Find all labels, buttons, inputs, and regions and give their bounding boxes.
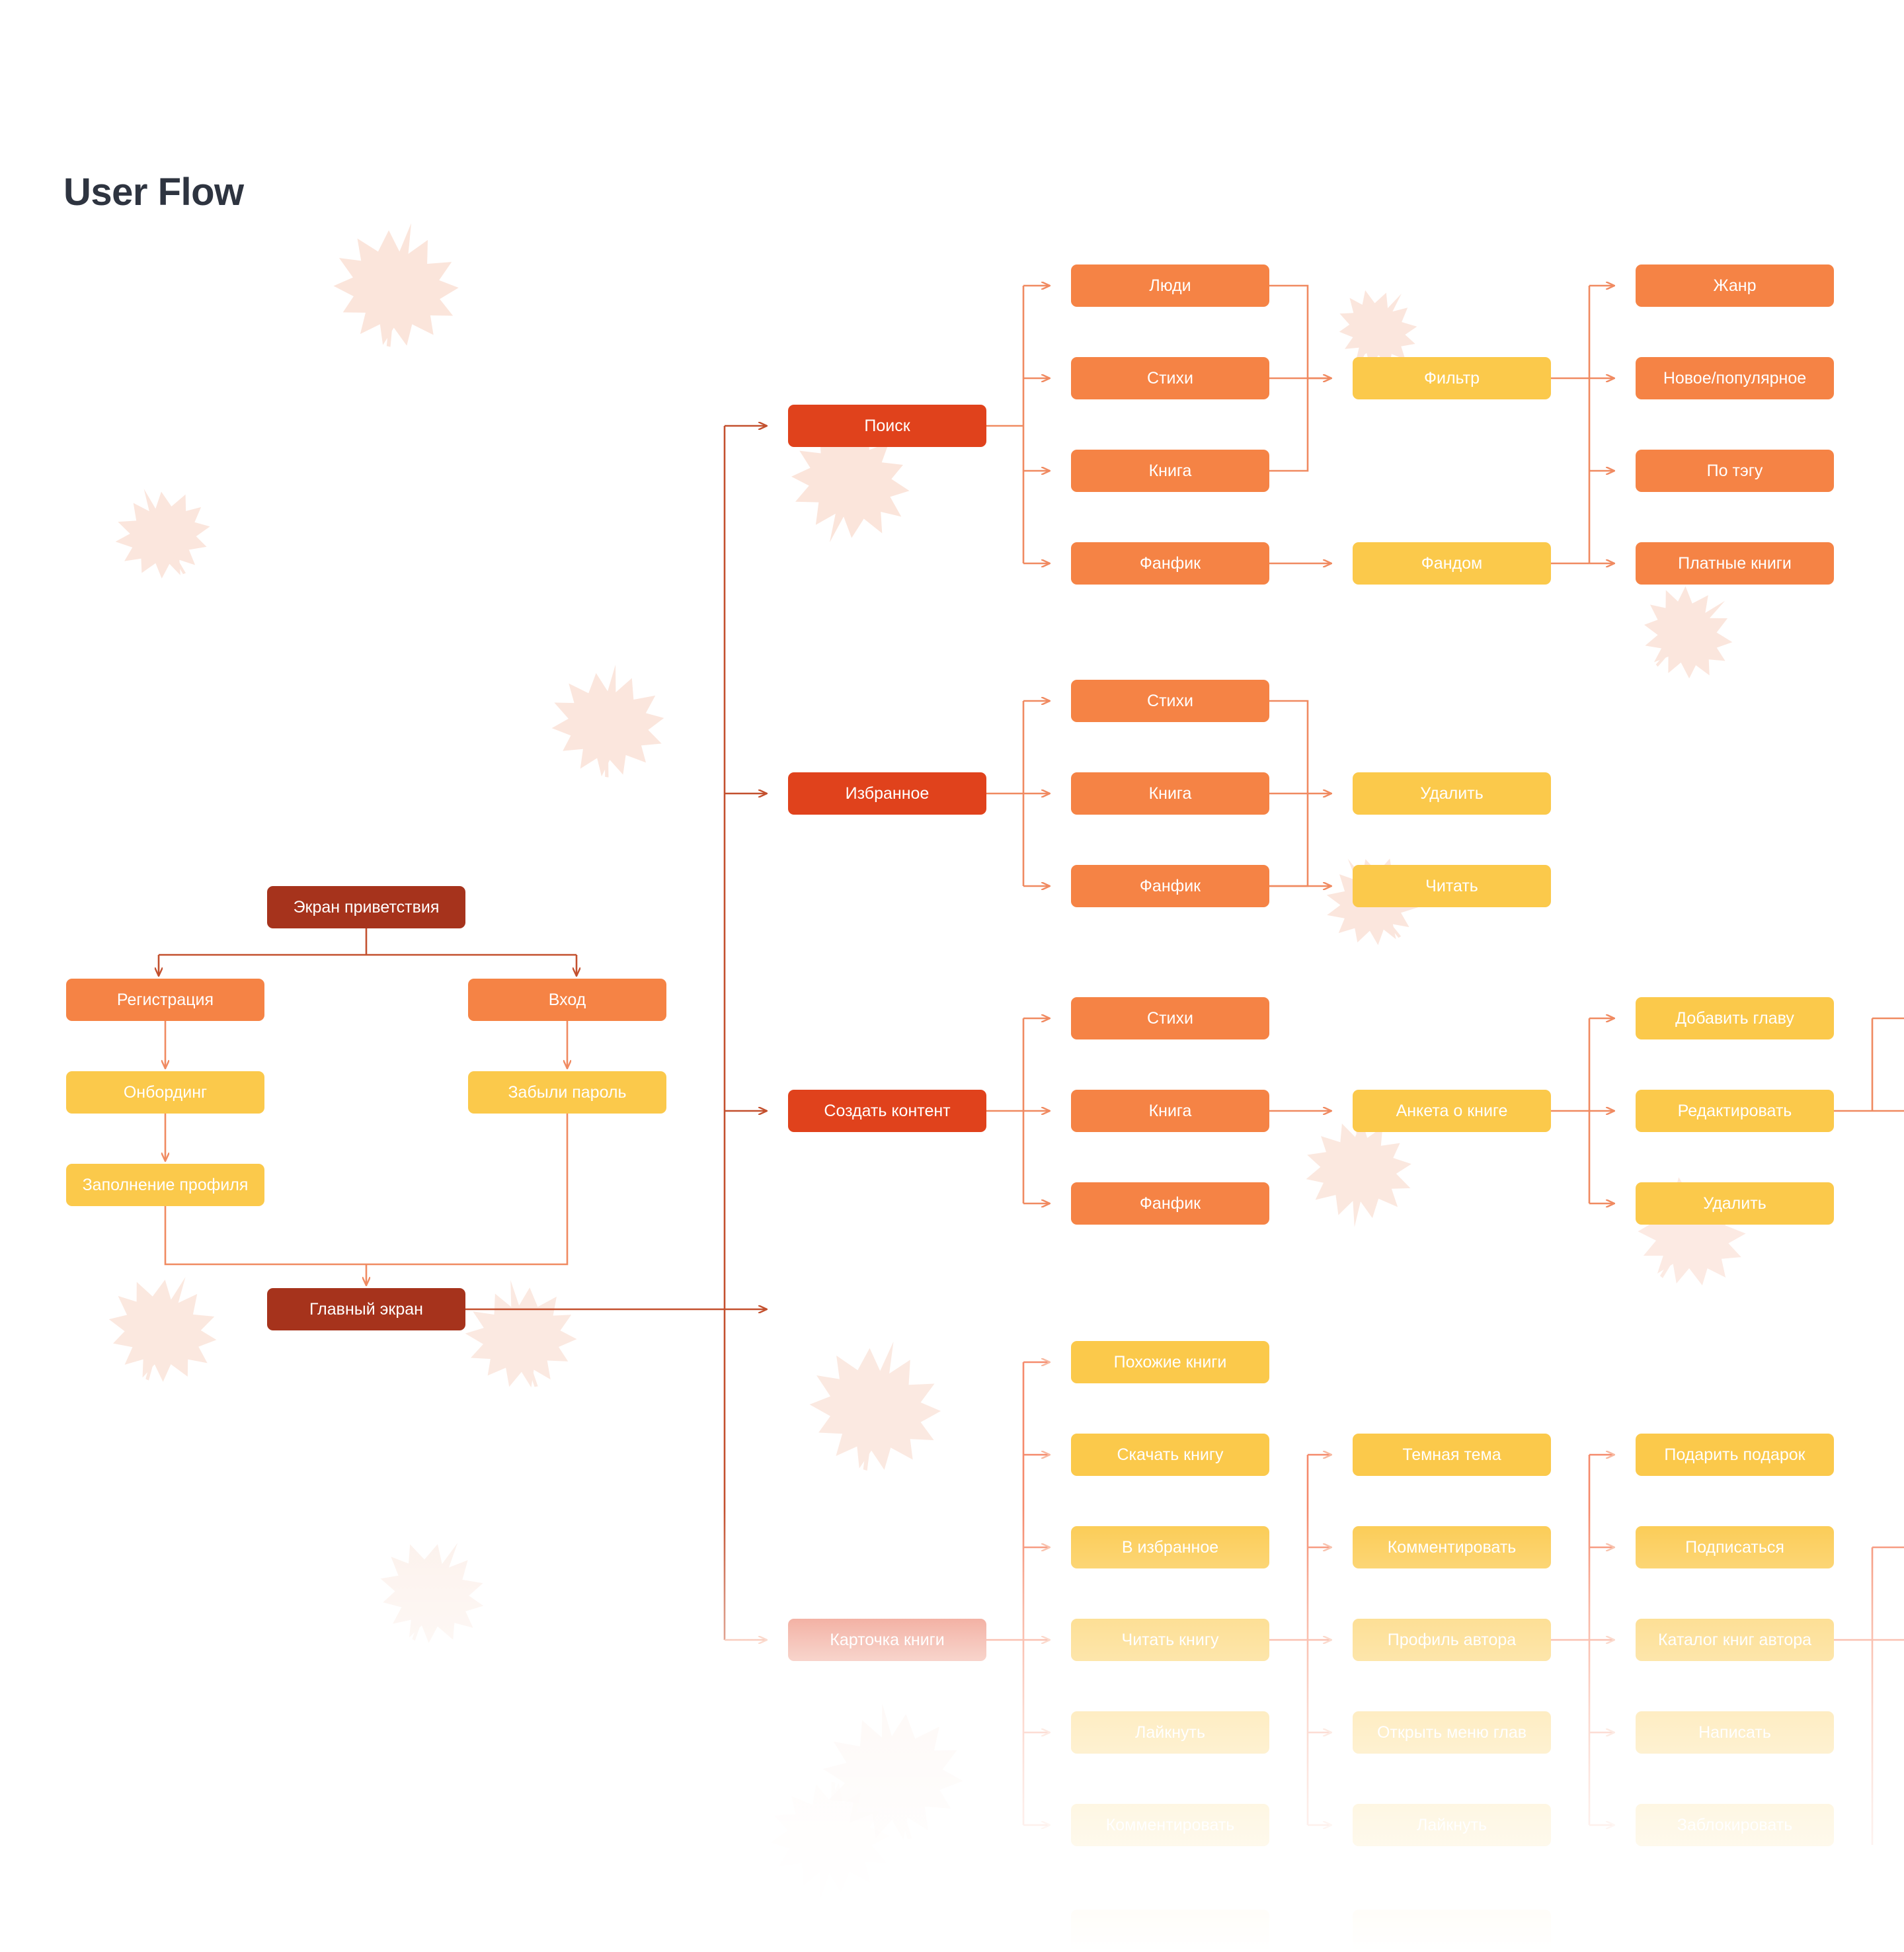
node-search-fanfic[interactable]: Фанфик: [1071, 542, 1269, 585]
leaf-14-maple-leaf-icon: [357, 1514, 509, 1666]
node-forgot-password[interactable]: Забыли пароль: [468, 1071, 666, 1114]
node-comment[interactable]: Комментировать: [1071, 1804, 1269, 1846]
node-like-2[interactable]: Лайкнуть: [1353, 1804, 1551, 1846]
node-search-people[interactable]: Люди: [1071, 264, 1269, 307]
node-book-card[interactable]: Карточка книги: [788, 1619, 986, 1661]
node-partial-node-right[interactable]: [1353, 1910, 1551, 1952]
node-search-poems[interactable]: Стихи: [1071, 357, 1269, 399]
node-write[interactable]: Написать: [1636, 1711, 1834, 1754]
node-fav-read[interactable]: Читать: [1353, 865, 1551, 907]
node-delete[interactable]: Удалить: [1636, 1182, 1834, 1225]
node-search-filter[interactable]: Фильтр: [1353, 357, 1551, 399]
node-search-fandom[interactable]: Фандом: [1353, 542, 1551, 585]
leaf-13-maple-leaf-icon: [811, 1690, 974, 1854]
node-filter-new-popular[interactable]: Новое/популярное: [1636, 357, 1834, 399]
node-add-to-favorites[interactable]: В избранное: [1071, 1526, 1269, 1568]
leaf-15-maple-leaf-icon: [757, 1769, 902, 1914]
leaf-1-maple-leaf-icon: [317, 204, 477, 364]
node-open-chapter-menu[interactable]: Открыть меню глав: [1353, 1711, 1551, 1754]
node-favorites[interactable]: Избранное: [788, 772, 986, 815]
node-onboarding[interactable]: Онбординг: [66, 1071, 264, 1114]
leaf-6-maple-leaf-icon: [541, 653, 675, 788]
node-search-book[interactable]: Книга: [1071, 450, 1269, 492]
node-search[interactable]: Поиск: [788, 405, 986, 447]
node-partial-node-left[interactable]: [1071, 1910, 1269, 1952]
node-edit[interactable]: Редактировать: [1636, 1090, 1834, 1132]
node-subscribe[interactable]: Подписаться: [1636, 1526, 1834, 1568]
node-filter-genre[interactable]: Жанр: [1636, 264, 1834, 307]
node-filter-by-tag[interactable]: По тэгу: [1636, 450, 1834, 492]
node-fill-profile[interactable]: Заполнение профиля: [66, 1164, 264, 1206]
node-send-gift[interactable]: Подарить подарок: [1636, 1434, 1834, 1476]
node-welcome-screen[interactable]: Экран приветствия: [267, 886, 465, 928]
node-create-content[interactable]: Создать контент: [788, 1090, 986, 1132]
node-login[interactable]: Вход: [468, 979, 666, 1021]
node-comment-2[interactable]: Комментировать: [1353, 1526, 1551, 1568]
node-block[interactable]: Заблокировать: [1636, 1804, 1834, 1846]
node-read-book[interactable]: Читать книгу: [1071, 1619, 1269, 1661]
node-registration[interactable]: Регистрация: [66, 979, 264, 1021]
node-fav-delete[interactable]: Удалить: [1353, 772, 1551, 815]
node-create-fanfic[interactable]: Фанфик: [1071, 1182, 1269, 1225]
node-download-book[interactable]: Скачать книгу: [1071, 1434, 1269, 1476]
leaf-9-maple-leaf-icon: [454, 1267, 588, 1401]
bottom-fade-overlay: [0, 1508, 1904, 1952]
leaf-2-maple-leaf-icon: [97, 468, 226, 596]
node-fav-fanfic[interactable]: Фанфик: [1071, 865, 1269, 907]
node-add-chapter[interactable]: Добавить главу: [1636, 997, 1834, 1039]
node-create-poems[interactable]: Стихи: [1071, 997, 1269, 1039]
leaf-8-maple-leaf-icon: [87, 1251, 240, 1404]
node-author-profile[interactable]: Профиль автора: [1353, 1619, 1551, 1661]
node-like[interactable]: Лайкнуть: [1071, 1711, 1269, 1754]
node-main-screen[interactable]: Главный экран: [267, 1288, 465, 1330]
node-fav-poems[interactable]: Стихи: [1071, 680, 1269, 722]
node-dark-theme[interactable]: Темная тема: [1353, 1434, 1551, 1476]
leaf-12-maple-leaf-icon: [790, 1319, 962, 1491]
node-fav-book[interactable]: Книга: [1071, 772, 1269, 815]
node-filter-paid-books[interactable]: Платные книги: [1636, 542, 1834, 585]
leaf-11-maple-leaf-icon: [1608, 1146, 1776, 1314]
node-similar-books[interactable]: Похожие книги: [1071, 1341, 1269, 1383]
node-book-form[interactable]: Анкета о книге: [1353, 1090, 1551, 1132]
node-author-book-catalog[interactable]: Каталог книг автора: [1636, 1619, 1834, 1661]
node-create-book[interactable]: Книга: [1071, 1090, 1269, 1132]
page-title: User Flow: [63, 171, 244, 214]
